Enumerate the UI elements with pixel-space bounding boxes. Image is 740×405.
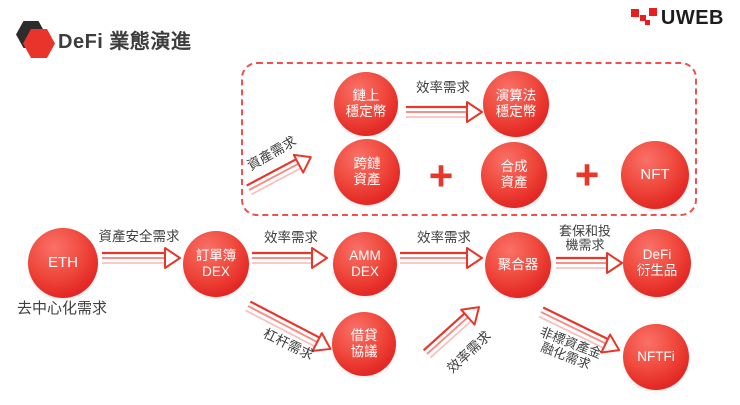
node-label: 協議	[350, 344, 378, 359]
label-efficiency-demand: 效率需求	[264, 230, 318, 245]
arrow-aggregator-to-derivatives	[556, 252, 623, 274]
node-label: 跨鏈	[353, 156, 381, 172]
node-label: 資產	[500, 175, 528, 190]
uweb-pixel-v-icon	[630, 7, 657, 30]
label-nonstandard-asset-financialization-demand: 非標資產金 融化需求	[533, 324, 604, 375]
node-algo-stablecoin: 演算法 穩定幣	[483, 71, 549, 137]
node-eth: ETH	[28, 228, 98, 298]
node-label: 鏈上	[352, 88, 380, 104]
node-nft: NFT	[621, 141, 689, 209]
arrow-amm-to-aggregator	[400, 247, 483, 269]
node-nftfi: NFTFi	[623, 324, 689, 390]
node-label: 聚合器	[497, 257, 539, 273]
label-hedging-speculation-demand: 套保和投 機需求	[558, 223, 612, 254]
label-decentralization-demand: 去中心化需求	[17, 300, 108, 317]
label-asset-security-demand: 資產安全需求	[98, 229, 180, 244]
node-label: ETH	[48, 254, 78, 272]
node-label: 借貸	[350, 328, 378, 344]
arrow-orderbook-to-amm	[252, 247, 328, 269]
node-label: NFT	[640, 166, 670, 184]
node-label: 穩定幣	[345, 104, 387, 119]
node-label: 資產	[353, 172, 381, 187]
label-efficiency-demand: 效率需求	[417, 230, 471, 245]
node-synthetic-assets: 合成 資產	[481, 142, 547, 208]
node-label: 演算法	[495, 88, 537, 104]
label-line: 機需求	[565, 238, 605, 253]
node-label: 衍生品	[636, 263, 678, 278]
node-label: DEX	[202, 264, 230, 279]
node-aggregator: 聚合器	[485, 232, 551, 298]
label-line: 套保和投	[558, 223, 612, 239]
arrow-eth-to-orderbook	[102, 247, 181, 269]
node-label: DEX	[351, 264, 379, 279]
node-lending-protocol: 借貸 協議	[332, 312, 396, 376]
node-chain-stablecoin: 鏈上 穩定幣	[334, 72, 398, 136]
uweb-logo: UWEB	[630, 7, 724, 30]
node-label: 合成	[500, 159, 528, 175]
node-defi-derivatives: DeFi 衍生品	[623, 229, 691, 297]
node-label: 穩定幣	[495, 104, 537, 119]
label-efficiency-demand: 效率需求	[444, 328, 494, 376]
label-leverage-demand: 杠杆需求	[260, 325, 316, 363]
node-cross-chain-assets: 跨鏈 資產	[334, 139, 400, 205]
asset-group-container	[241, 62, 697, 216]
node-label: AMM	[349, 248, 381, 264]
node-label: NFTFi	[637, 349, 675, 365]
node-orderbook-dex: 訂單簿 DEX	[183, 231, 249, 297]
node-label: 訂單簿	[195, 248, 237, 264]
node-label: DeFi	[642, 247, 672, 263]
uweb-logo-text: UWEB	[660, 7, 724, 29]
label-efficiency-demand: 效率需求	[416, 80, 470, 95]
page-title: DeFi 業態演進	[58, 31, 192, 53]
node-amm-dex: AMM DEX	[333, 232, 397, 296]
plus-sign: +	[574, 151, 600, 198]
plus-sign: +	[428, 152, 454, 199]
